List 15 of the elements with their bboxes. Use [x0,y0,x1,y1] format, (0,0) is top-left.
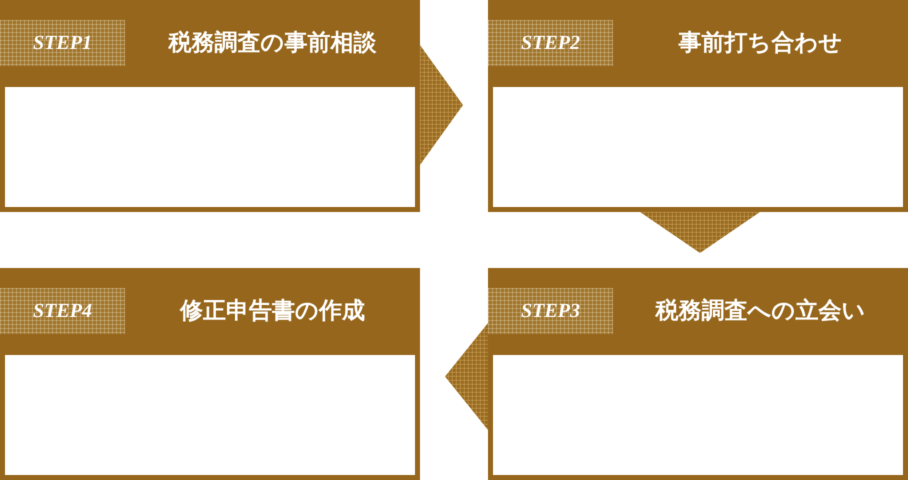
step-title: 修正申告書の作成 [178,296,366,326]
step-title: 税務調査への立会い [654,296,866,326]
step-label: STEP1 [0,20,125,66]
arrow [420,45,463,165]
step-label: STEP2 [488,20,613,66]
step-card [488,268,908,480]
arrow [445,323,488,430]
step-card [0,0,420,212]
arrow [640,212,760,253]
step-label: STEP3 [488,288,613,334]
step-title: 税務調査の事前相談 [167,28,378,58]
step-card [0,268,420,480]
step-card [488,0,908,212]
step-title: 事前打ち合わせ [678,28,844,58]
step-label: STEP4 [0,288,125,334]
